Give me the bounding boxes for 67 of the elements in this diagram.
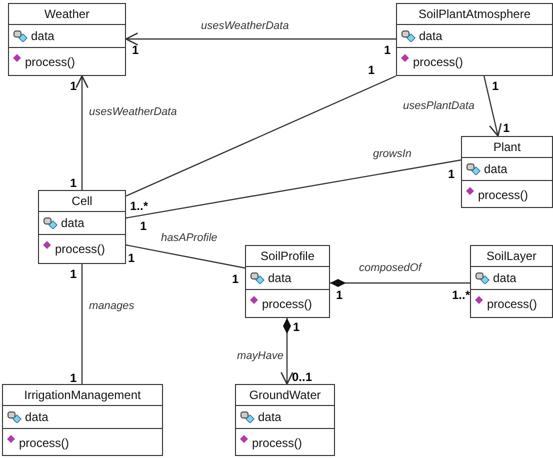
multiplicity-label: 1 (336, 289, 343, 301)
multiplicity-label: 1 (293, 321, 300, 333)
class-box (396, 3, 553, 76)
attribute-text: data (484, 161, 508, 178)
class-box (8, 3, 126, 76)
attribute-text: data (258, 409, 282, 426)
multiplicity-label: 1 (70, 80, 77, 92)
class-box (461, 136, 553, 208)
association-line (126, 244, 246, 269)
class-name: Cell (72, 194, 92, 208)
multiplicity-label: 1 (70, 177, 77, 189)
multiplicity-label: 1 (70, 268, 77, 280)
association-line (126, 75, 396, 197)
class-box (235, 384, 335, 456)
association-line (81, 264, 83, 384)
multiplicity-label: 1 (368, 64, 375, 76)
attribute-text: data (268, 270, 292, 287)
edge-label: mayHave (236, 350, 284, 362)
multiplicity-label: 1 (448, 168, 455, 180)
class-name: SoilPlantAtmosphere (418, 7, 531, 21)
association-line (126, 159, 462, 219)
multiplicity-label: 1 (140, 220, 147, 232)
class-name: Weather (44, 7, 90, 21)
method-text: process() (55, 241, 106, 258)
class-box (470, 245, 553, 318)
multiplicity-label: 1 (503, 122, 510, 134)
edge-label: manages (88, 300, 136, 312)
method-text: process() (252, 435, 302, 452)
multiplicity-label: 1..* (130, 200, 148, 212)
edge-label: hasAProfile (160, 232, 218, 244)
arrow (75, 75, 89, 190)
multiplicity-label: 0..1 (292, 371, 312, 383)
class-box (2, 384, 163, 456)
multiplicity-label: 1 (132, 44, 139, 56)
attribute-text: data (419, 28, 442, 45)
multiplicity-label: 1 (128, 252, 135, 264)
attribute-text: data (31, 28, 54, 45)
edge-label: usesWeatherData (200, 20, 290, 32)
edge-label: usesPlantData (402, 100, 476, 112)
method-text: process() (19, 435, 70, 452)
class-name: Plant (493, 140, 521, 154)
edge-label: usesWeatherData (88, 106, 178, 118)
method-text: process() (487, 296, 538, 313)
class-box (38, 190, 126, 264)
attribute-text: data (61, 215, 84, 232)
edge-label: composedOf (358, 262, 422, 274)
attribute-text: data (493, 270, 516, 287)
method-text: process() (478, 187, 528, 204)
method-text: process() (413, 54, 464, 71)
class-name: GroundWater (249, 388, 321, 402)
composition-arrow (280, 318, 294, 385)
class-name: SoilLayer (486, 249, 537, 263)
multiplicity-label: 1..* (452, 289, 470, 301)
class-name: SoilProfile (260, 249, 315, 263)
arrow (483, 76, 502, 137)
multiplicity-label: 1 (70, 372, 77, 384)
method-text: process() (25, 54, 76, 71)
class-name: IrrigationManagement (24, 388, 141, 402)
multiplicity-label: 1 (492, 80, 499, 92)
multiplicity-label: 1 (384, 44, 391, 56)
multiplicity-label: 1 (232, 273, 239, 285)
edge-label: growsIn (372, 148, 413, 160)
arrow (125, 32, 396, 46)
method-text: process() (262, 296, 312, 313)
composition-line (330, 279, 470, 287)
attribute-text: data (25, 409, 48, 426)
class-box (245, 245, 330, 318)
